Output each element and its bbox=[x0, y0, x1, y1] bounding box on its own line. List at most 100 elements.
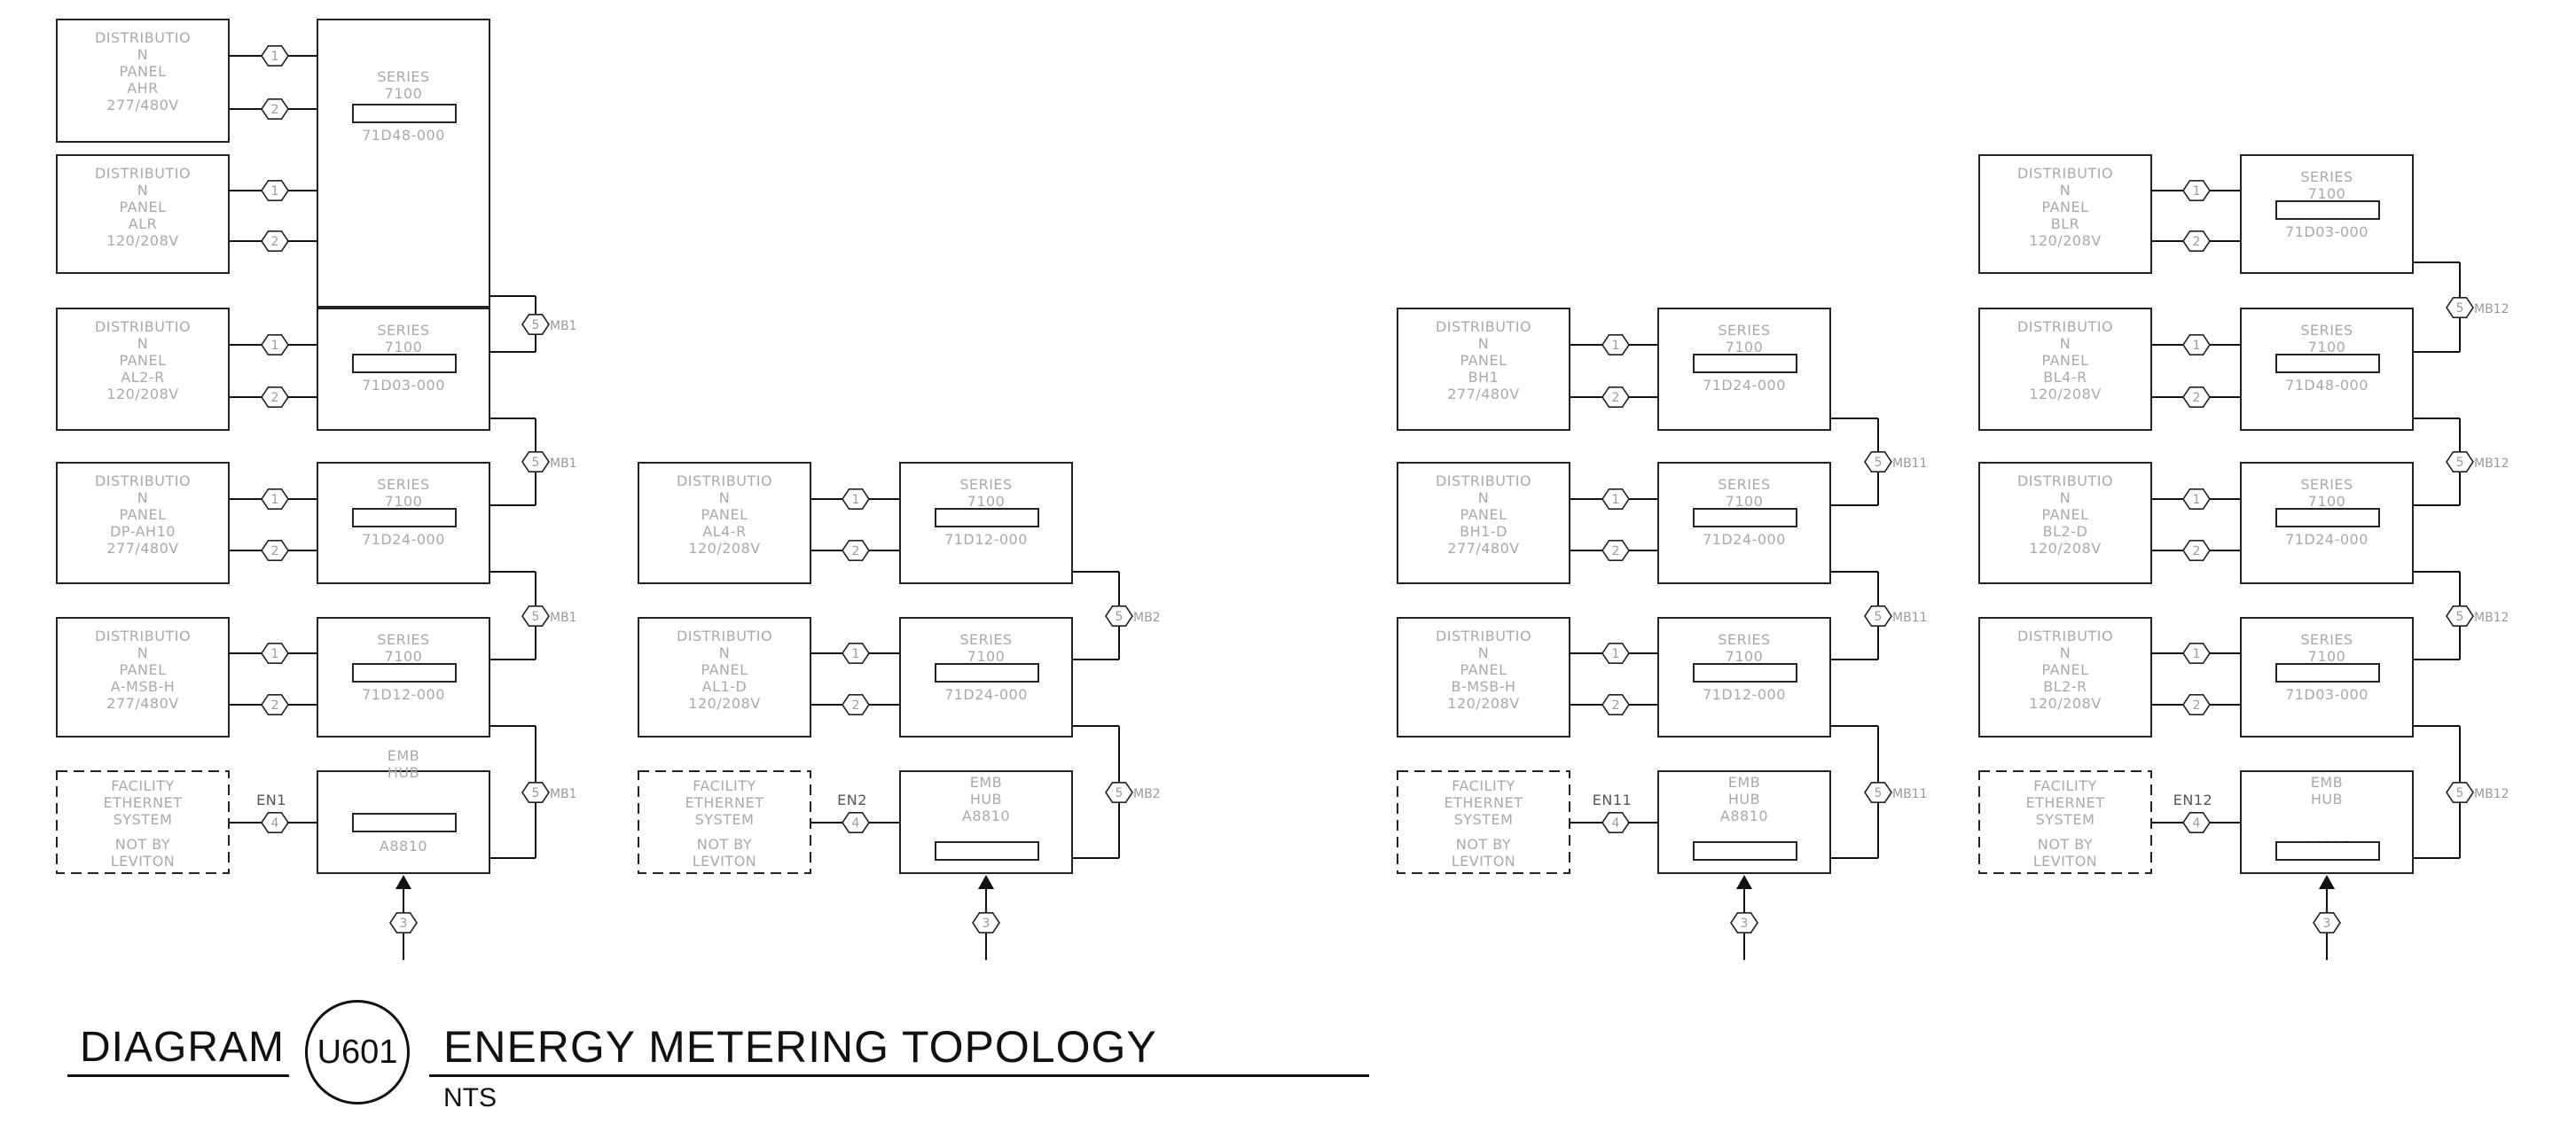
port-tag-1-label: 1 bbox=[2193, 184, 2201, 199]
port-tag-2-label: 2 bbox=[271, 699, 279, 713]
port-tag-3-label: 3 bbox=[1741, 917, 1749, 931]
port-tag-2 bbox=[2182, 693, 2211, 716]
distribution-panel-box bbox=[56, 19, 230, 143]
meter-display-window bbox=[352, 354, 457, 373]
hub-label: HUB bbox=[2311, 791, 2343, 808]
meter-label: 7100 bbox=[1726, 648, 1764, 665]
panel-label: PANEL bbox=[119, 199, 166, 215]
series-meter-box bbox=[317, 462, 490, 584]
port-tag-5 bbox=[1864, 781, 1892, 804]
facility-label: FACILITY bbox=[2033, 777, 2096, 794]
meter-display-window bbox=[1693, 354, 1797, 373]
port-tag-5 bbox=[521, 450, 550, 473]
port-tag-1 bbox=[261, 488, 289, 511]
port-tag-1-label: 1 bbox=[2193, 493, 2201, 507]
uplink-arrow bbox=[978, 875, 994, 889]
scale-note: NTS bbox=[443, 1083, 497, 1112]
port-tag-5-label: 5 bbox=[2456, 301, 2464, 316]
hub-label: HUB bbox=[970, 791, 1002, 808]
bus-label: MB12 bbox=[2474, 787, 2509, 801]
port-tag-2-label: 2 bbox=[271, 544, 279, 558]
port-tag-5-label: 5 bbox=[532, 456, 540, 470]
port-tag-5-label: 5 bbox=[532, 786, 540, 800]
meter-display-window bbox=[2275, 354, 2380, 373]
distribution-panel-box bbox=[1978, 617, 2152, 738]
meter-display-window bbox=[2275, 200, 2380, 220]
port-tag-2-label: 2 bbox=[271, 235, 279, 249]
port-tag-5 bbox=[1864, 450, 1892, 473]
panel-label: N bbox=[2060, 489, 2071, 506]
port-tag-2 bbox=[1601, 693, 1630, 716]
panel-label: N bbox=[137, 46, 148, 63]
port-tag-5 bbox=[2446, 450, 2474, 473]
panel-label: PANEL bbox=[2041, 506, 2088, 523]
meter-label: 7100 bbox=[385, 339, 423, 355]
port-tag-3 bbox=[972, 912, 1000, 933]
meter-model: 71D12-000 bbox=[1703, 686, 1786, 703]
panel-label: BH1-D bbox=[1460, 523, 1507, 540]
panel-label: N bbox=[137, 335, 148, 352]
port-tag-3-label: 3 bbox=[400, 917, 408, 931]
port-tag-5 bbox=[521, 313, 550, 336]
meter-display-window bbox=[1693, 508, 1797, 527]
facility-label: NOT BY bbox=[2038, 836, 2093, 853]
panel-label: DISTRIBUTIO bbox=[95, 165, 191, 182]
panel-label: B-MSB-H bbox=[1452, 678, 1516, 695]
panel-label: DISTRIBUTIO bbox=[95, 472, 191, 489]
panel-label: BL2-D bbox=[2043, 523, 2088, 540]
distribution-panel-box bbox=[56, 308, 230, 431]
facility-label: SYSTEM bbox=[695, 811, 755, 828]
panel-label: PANEL bbox=[1460, 661, 1507, 678]
port-tag-1 bbox=[1601, 488, 1630, 511]
port-tag-1 bbox=[1601, 333, 1630, 356]
facility-label: FACILITY bbox=[1452, 777, 1515, 794]
facility-ethernet-box bbox=[56, 770, 230, 874]
panel-label: 120/208V bbox=[106, 232, 178, 249]
meter-label: SERIES bbox=[1718, 322, 1770, 339]
meter-label: SERIES bbox=[377, 322, 429, 339]
panel-label: BLR bbox=[2051, 215, 2080, 232]
port-tag-5-label: 5 bbox=[2456, 456, 2464, 470]
hub-display-window bbox=[2275, 841, 2380, 861]
port-tag-2 bbox=[2182, 539, 2211, 562]
port-tag-1-label: 1 bbox=[1612, 493, 1620, 507]
facility-label: LEVITON bbox=[111, 853, 176, 870]
panel-label: ALR bbox=[129, 215, 157, 232]
meter-display-window bbox=[352, 663, 457, 683]
port-tag-5-label: 5 bbox=[1875, 456, 1883, 470]
port-tag-2-label: 2 bbox=[2193, 235, 2201, 249]
meter-label: SERIES bbox=[377, 68, 429, 85]
panel-label: DISTRIBUTIO bbox=[1436, 472, 1531, 489]
panel-label: PANEL bbox=[119, 352, 166, 369]
panel-label: DISTRIBUTIO bbox=[1436, 318, 1531, 335]
port-tag-1 bbox=[261, 44, 289, 66]
port-tag-4-label: 4 bbox=[1612, 816, 1620, 831]
meter-model: 71D12-000 bbox=[362, 686, 445, 703]
panel-label: N bbox=[137, 489, 148, 506]
meter-display-window bbox=[352, 104, 457, 123]
port-tag-2 bbox=[2182, 386, 2211, 409]
meter-display-window bbox=[935, 508, 1039, 527]
port-tag-1-label: 1 bbox=[271, 50, 279, 64]
uplink-arrow bbox=[2319, 875, 2335, 889]
panel-label: DISTRIBUTIO bbox=[95, 29, 191, 46]
meter-model: 71D24-000 bbox=[1703, 377, 1786, 394]
panel-label: 120/208V bbox=[106, 386, 178, 402]
port-tag-1-label: 1 bbox=[2193, 339, 2201, 353]
distribution-panel-box bbox=[1397, 308, 1570, 431]
meter-label: 7100 bbox=[385, 493, 423, 510]
meter-label: SERIES bbox=[959, 476, 1012, 493]
hub-label: EMB bbox=[388, 747, 419, 764]
hub-display-window bbox=[1693, 841, 1797, 861]
panel-label: N bbox=[1478, 489, 1489, 506]
port-tag-2 bbox=[261, 693, 289, 716]
port-tag-5-label: 5 bbox=[1116, 610, 1124, 624]
port-tag-5-label: 5 bbox=[2456, 786, 2464, 800]
diagram-underline bbox=[67, 1074, 289, 1077]
panel-label: PANEL bbox=[1460, 506, 1507, 523]
panel-label: 120/208V bbox=[688, 695, 760, 712]
panel-label: BH1 bbox=[1468, 369, 1499, 386]
port-tag-5 bbox=[2446, 781, 2474, 804]
facility-label: NOT BY bbox=[697, 836, 752, 853]
panel-label: A-MSB-H bbox=[111, 678, 176, 695]
